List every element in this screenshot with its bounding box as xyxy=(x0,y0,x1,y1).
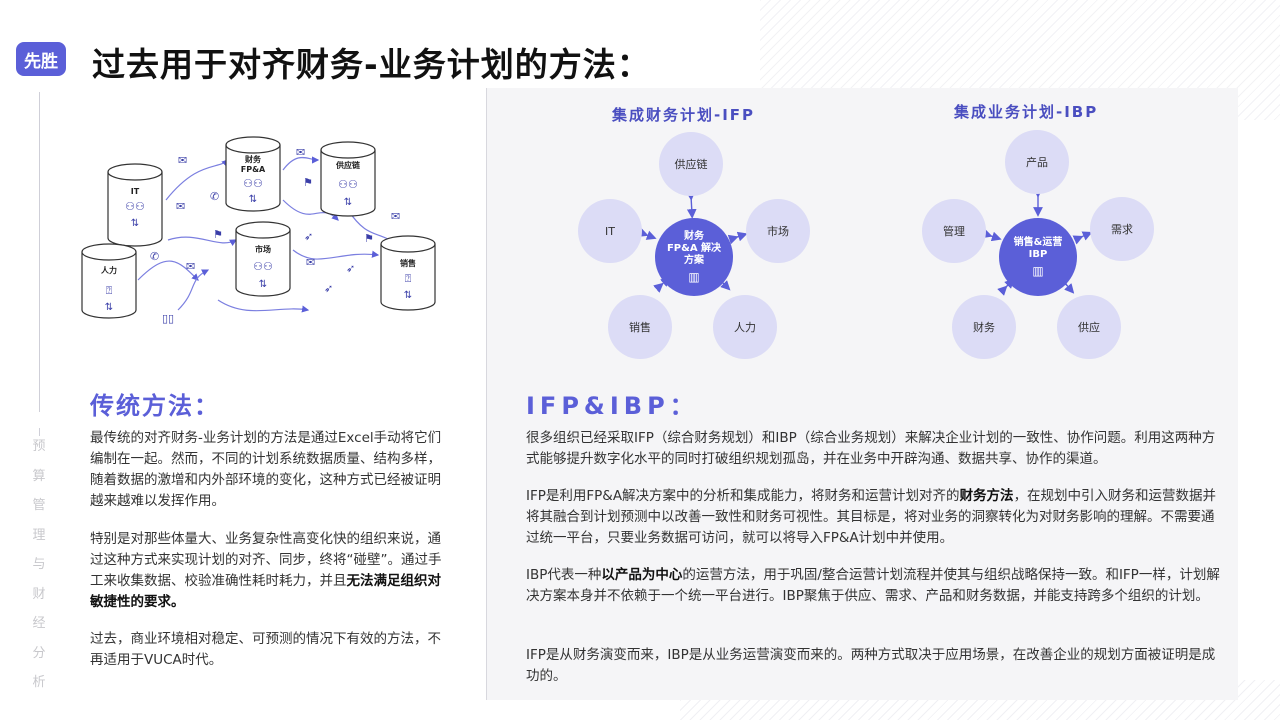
person-run-icon: ⚑ xyxy=(364,232,374,245)
cylinder-market: 市场 ⚇⚇ ⇅ xyxy=(235,221,291,297)
cylinder-hr: 人力 ⍰ ⇅ xyxy=(81,243,137,319)
ifp-ibp-title: IFP&IBP： xyxy=(526,392,699,420)
person-run-icon: ⚑ xyxy=(213,228,223,241)
traditional-para-1: 最传统的对齐财务-业务计划的方法是通过Excel手动将它们编制在一起。然而，不同… xyxy=(90,430,442,509)
ifp-ibp-para-1: 很多组织已经采取IFP（综合财务规划）和IBP（综合业务规划）来解决企业计划的一… xyxy=(526,430,1216,467)
people-icon: ⚇⚇ xyxy=(243,177,263,190)
cylinder-fpa: 财务 FP&A ⚇⚇ ⇅ xyxy=(225,136,281,212)
cylinder-it-label: IT xyxy=(131,187,140,196)
mail-icon: ✉ xyxy=(296,146,305,159)
traditional-para-2: 特别是对那些体量大、业务复杂性高变化快的组织来说，通过这种方式来实现计划的对齐、… xyxy=(90,531,442,610)
rocket-icon: ➶ xyxy=(304,230,313,243)
ifp-ibp-para-4: IFP是从财务演变而来，IBP是从业务运营演变而来的。两种方式取决于应用场景，在… xyxy=(526,647,1216,684)
rocket-icon: ➶ xyxy=(324,282,333,295)
side-label: 预 算 管 理 与 财 经 分 析 xyxy=(32,439,46,690)
flow-icon: ⇅ xyxy=(131,218,139,229)
traditional-method-title: 传统方法： xyxy=(90,392,220,420)
cylinder-market-label: 市场 xyxy=(255,244,271,254)
mail-icon: ✉ xyxy=(178,154,187,167)
ifp-ibp-para-3: IBP代表一种以产品为中心的运营方法，用于巩固/整合运营计划流程并使其与组织战略… xyxy=(526,567,1220,604)
ibp-node-management: 管理 xyxy=(922,199,986,263)
mail-icon: ✉ xyxy=(186,260,195,273)
ifp-node-it: IT xyxy=(578,199,642,263)
ibp-node-supply: 供应 xyxy=(1057,295,1121,359)
mail-icon: ✉ xyxy=(176,200,185,213)
side-divider xyxy=(39,92,40,412)
ifp-node-hr: 人力 xyxy=(713,295,777,359)
ibp-node-finance: 财务 xyxy=(952,295,1016,359)
traditional-para-3: 过去，商业环境相对稳定、可预测的情况下有效的方法，不再适用于VUCA时代。 xyxy=(90,631,441,668)
column-divider xyxy=(486,88,487,700)
ifp-ibp-para-2: IFP是利用FP&A解决方案中的分析和集成能力，将财务和运营计划对齐的财务方法，… xyxy=(526,488,1217,546)
people-icon: ⚇⚇ xyxy=(125,200,145,213)
right-panel xyxy=(486,88,1238,700)
cylinder-sales-label: 销售 xyxy=(400,258,416,268)
devices-icon: ▯▯ xyxy=(162,312,174,325)
ifp-diagram-title: 集成财务计划-IFP xyxy=(612,106,756,124)
cylinder-it: IT ⚇⚇ ⇅ xyxy=(107,163,163,247)
flow-icon: ⇅ xyxy=(259,279,267,290)
ifp-node-market: 市场 xyxy=(746,199,810,263)
ibp-node-product: 产品 xyxy=(1005,130,1069,194)
phone-icon: ✆ xyxy=(150,250,159,263)
analytics-chart-icon: ▥ xyxy=(1032,264,1044,278)
flow-icon: ⇅ xyxy=(344,197,352,208)
data-silos-illustration: IT ⚇⚇ ⇅ 财务 FP&A ⚇⚇ ⇅ 供应链 ⚇⚇ ⇅ 市场 ⚇⚇ ⇅ 人力… xyxy=(81,136,436,325)
cylinder-supply-chain: 供应链 ⚇⚇ ⇅ xyxy=(320,141,376,217)
analytics-chart-icon: ▥ xyxy=(688,270,700,284)
cylinder-fpa-label-2: FP&A xyxy=(241,165,266,174)
flow-icon: ⇅ xyxy=(105,302,113,313)
phone-icon: ✆ xyxy=(210,190,219,203)
ifp-hub: 财务 FP&A 解决 方案 ▥ xyxy=(655,218,733,296)
cylinder-sales: 销售 ⍰ ⇅ xyxy=(380,235,436,311)
ifp-node-supply-chain: 供应链 xyxy=(659,132,723,196)
mail-icon: ✉ xyxy=(391,210,400,223)
brand-logo: 先胜 xyxy=(16,42,66,76)
cylinder-hr-label: 人力 xyxy=(101,265,117,275)
people-icon: ⚇⚇ xyxy=(253,260,273,273)
ifp-node-sales: 销售 xyxy=(608,295,672,359)
ibp-diagram-title: 集成业务计划-IBP xyxy=(954,103,1099,121)
person-run-icon: ⚑ xyxy=(303,176,313,189)
ibp-node-demand: 需求 xyxy=(1090,197,1154,261)
ibp-hub: 销售&运营 IBP ▥ xyxy=(999,218,1077,296)
cylinder-supply-label: 供应链 xyxy=(335,160,361,170)
flow-icon: ⇅ xyxy=(404,290,412,301)
mail-icon: ✉ xyxy=(306,256,315,269)
flow-icon: ⇅ xyxy=(249,194,257,205)
people-icon: ⚇⚇ xyxy=(338,178,358,191)
question-icon: ⍰ xyxy=(106,284,113,297)
side-divider-short xyxy=(39,428,40,436)
rocket-icon: ➶ xyxy=(346,262,355,275)
page-title: 过去用于对齐财务-业务计划的方法： xyxy=(92,45,651,84)
question-icon: ⍰ xyxy=(405,272,412,285)
cylinder-fpa-label-1: 财务 xyxy=(244,154,262,164)
